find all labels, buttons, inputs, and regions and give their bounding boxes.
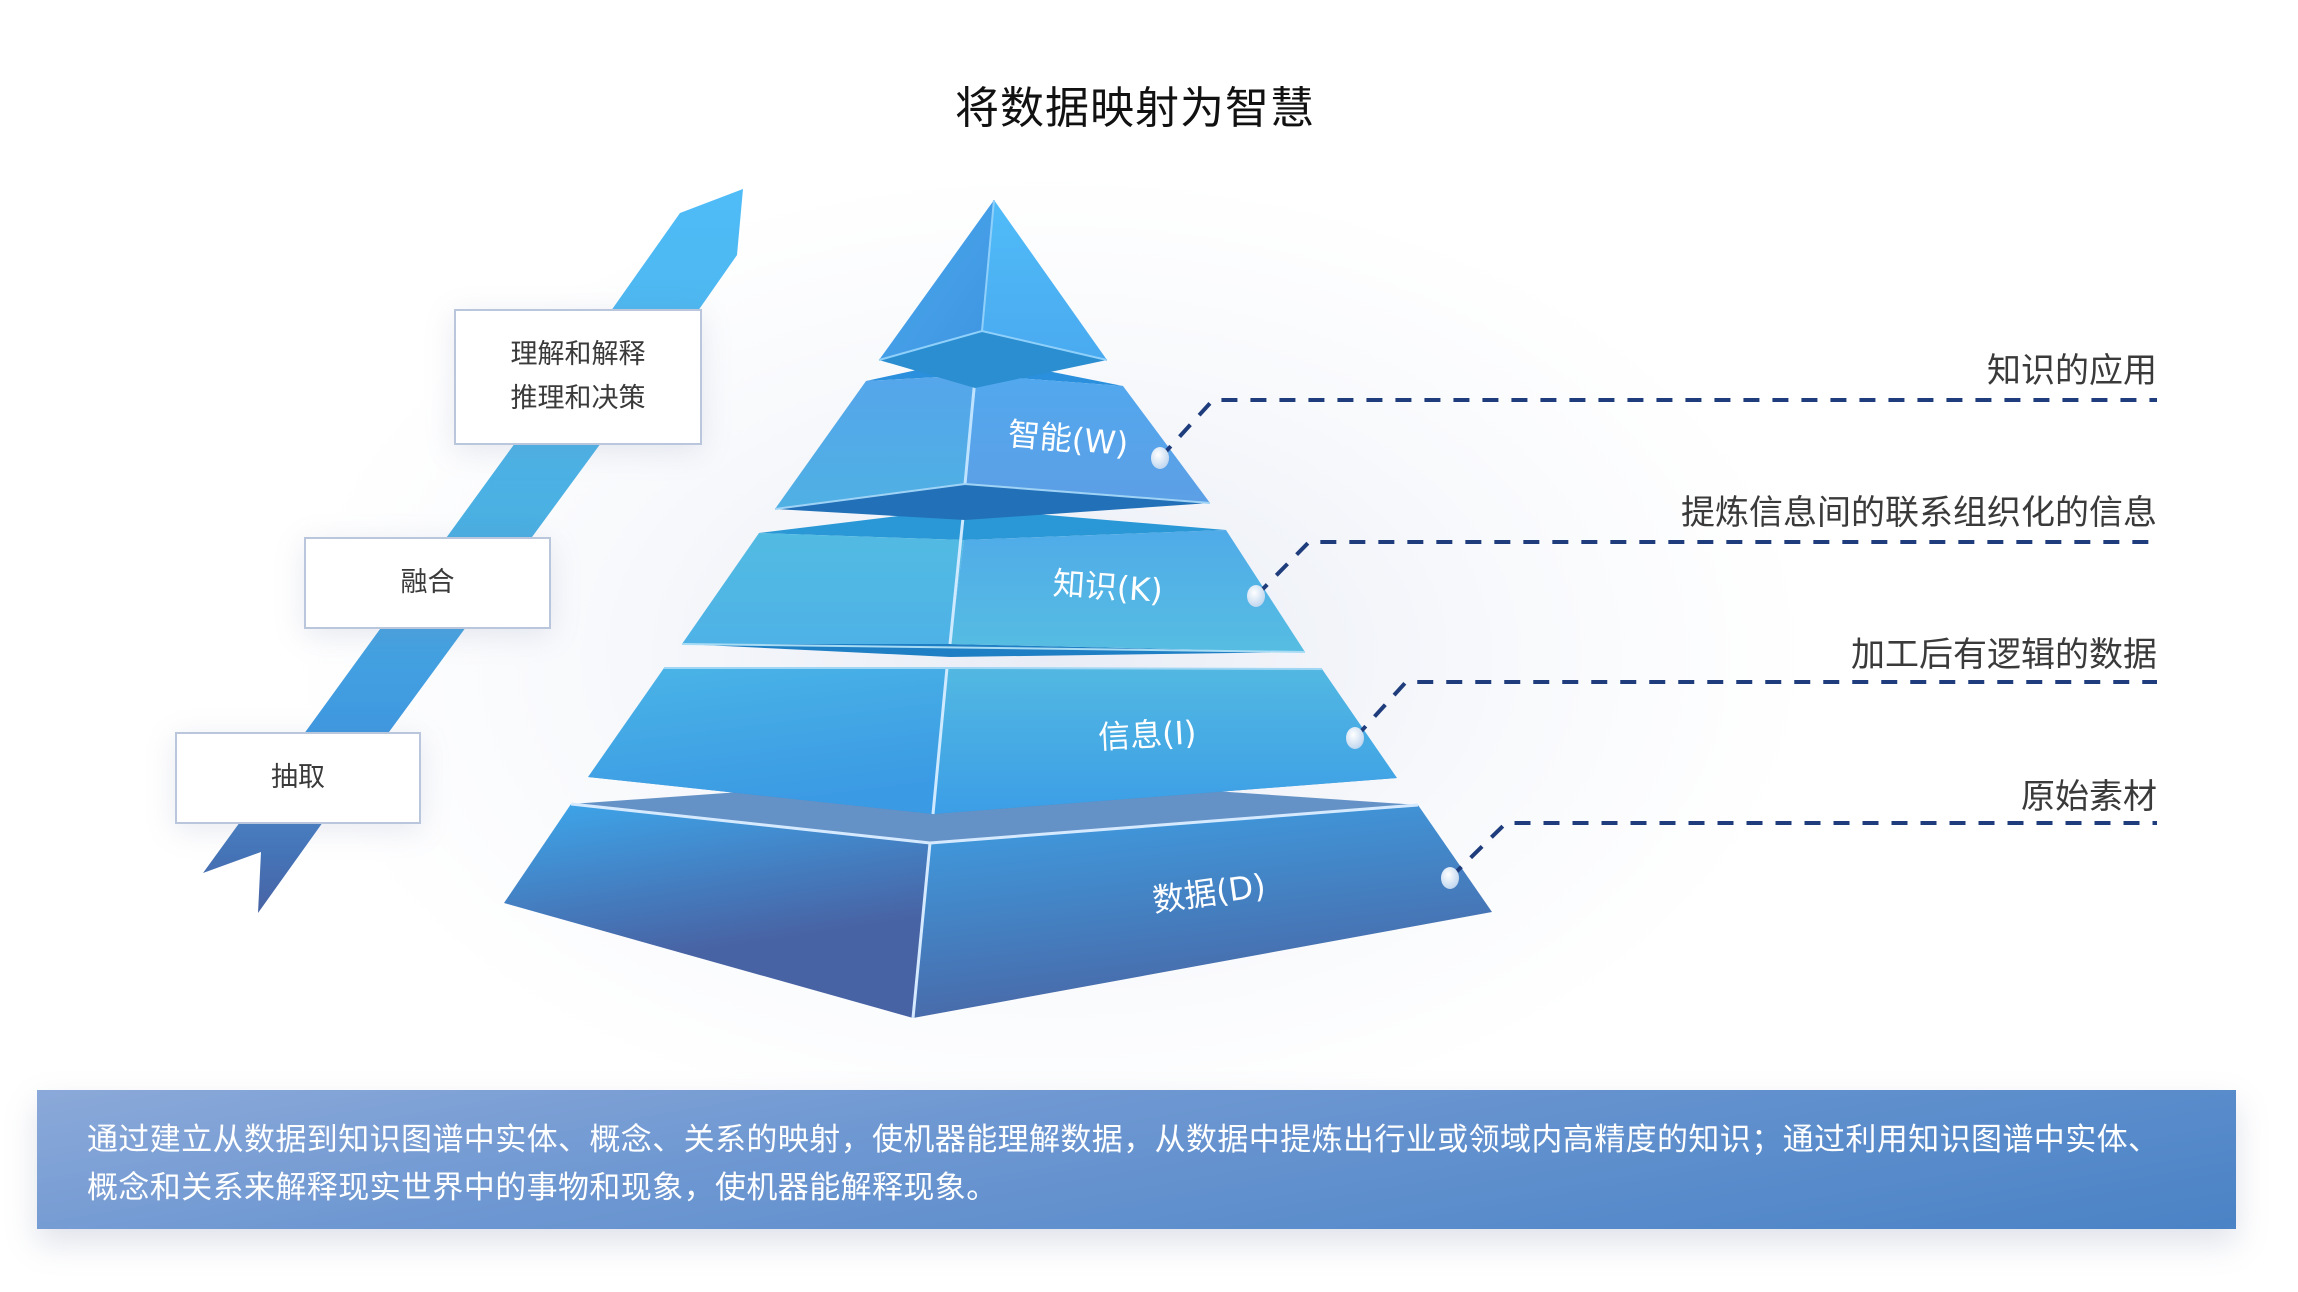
summary-text: 通过建立从数据到知识图谱中实体、概念、关系的映射，使机器能理解数据，从数据中提炼… <box>87 1122 2160 1206</box>
connector-dot-icon <box>1441 867 1459 889</box>
leader-line-information <box>1353 680 2157 740</box>
process-step-fusion: 融合 <box>304 537 551 629</box>
leader-line-knowledge <box>1254 540 2157 598</box>
process-step-line: 推理和决策 <box>510 383 646 414</box>
process-step-line: 融合 <box>400 567 455 598</box>
tier-description-data: 原始素材 <box>2021 777 2157 817</box>
tier-wisdom <box>774 356 1211 520</box>
leader-line-data <box>1448 821 2157 880</box>
tier-description-information: 加工后有逻辑的数据 <box>1851 635 2157 675</box>
tier-description-wisdom: 知识的应用 <box>1987 351 2157 391</box>
page-title: 将数据映射为智慧 <box>955 83 1315 134</box>
process-step-understand-reason: 理解和解释 推理和决策 <box>454 309 702 445</box>
tier-knowledge <box>681 507 1306 657</box>
connector-dot-icon <box>1151 447 1169 469</box>
tier-apex <box>878 199 1108 388</box>
tier-data <box>504 775 1492 1019</box>
leader-line-wisdom <box>1158 398 2157 460</box>
summary-panel: 通过建立从数据到知识图谱中实体、概念、关系的映射，使机器能理解数据，从数据中提炼… <box>37 1090 2236 1229</box>
tier-label-knowledge: 知识(K) <box>1051 564 1165 610</box>
tier-label-information: 信息(I) <box>1097 713 1198 757</box>
connector-dot-icon <box>1247 585 1265 607</box>
connector-dot-icon <box>1346 727 1364 749</box>
tier-description-knowledge: 提炼信息间的联系组织化的信息 <box>1681 493 2157 533</box>
process-step-line: 理解和解释 <box>510 339 646 370</box>
tier-information <box>588 667 1397 815</box>
process-step-extraction: 抽取 <box>175 732 421 824</box>
process-step-line: 抽取 <box>271 762 325 793</box>
